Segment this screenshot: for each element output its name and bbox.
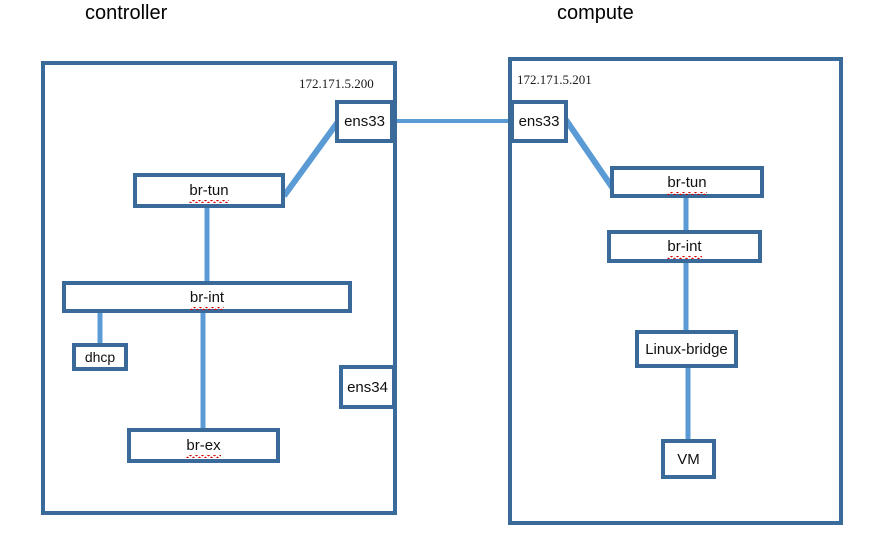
controller-node-br-tun[interactable]: br-tun	[133, 173, 285, 208]
controller-node-dhcp-label: dhcp	[84, 349, 116, 365]
compute-ip-label: 172.171.5.201	[517, 72, 592, 87]
compute-title: compute	[557, 2, 634, 24]
compute-node-vm[interactable]: VM	[661, 439, 716, 479]
controller-node-ens33[interactable]: ens33	[335, 100, 394, 143]
controller-node-ens34-label: ens34	[347, 378, 388, 396]
controller-title: controller	[85, 2, 168, 24]
controller-node-dhcp[interactable]: dhcp	[72, 343, 128, 371]
controller-ip-label: 172.171.5.200	[299, 76, 374, 91]
compute-node-br-tun-label: br-tun	[667, 173, 707, 195]
compute-node-br-tun[interactable]: br-tun	[610, 166, 764, 198]
compute-node-vm-label: VM	[677, 450, 700, 468]
controller-node-br-int[interactable]: br-int	[62, 281, 352, 313]
compute-node-linux-bridge[interactable]: Linux-bridge	[635, 330, 738, 368]
compute-host-box	[508, 57, 843, 525]
controller-host-box	[41, 61, 397, 515]
compute-node-br-int-label: br-int	[667, 238, 702, 259]
compute-node-linux-bridge-label: Linux-bridge	[645, 340, 728, 358]
controller-node-br-ex[interactable]: br-ex	[127, 428, 280, 463]
controller-node-br-int-label: br-int	[189, 288, 225, 310]
compute-node-ens33-label: ens33	[518, 113, 560, 130]
compute-node-ens33[interactable]: ens33	[510, 100, 568, 143]
controller-node-ens33-label: ens33	[344, 113, 385, 130]
compute-node-br-int[interactable]: br-int	[607, 230, 762, 263]
controller-node-ens34[interactable]: ens34	[339, 365, 396, 409]
controller-node-br-ex-label: br-ex	[186, 437, 221, 458]
controller-node-br-tun-label: br-tun	[189, 182, 229, 203]
